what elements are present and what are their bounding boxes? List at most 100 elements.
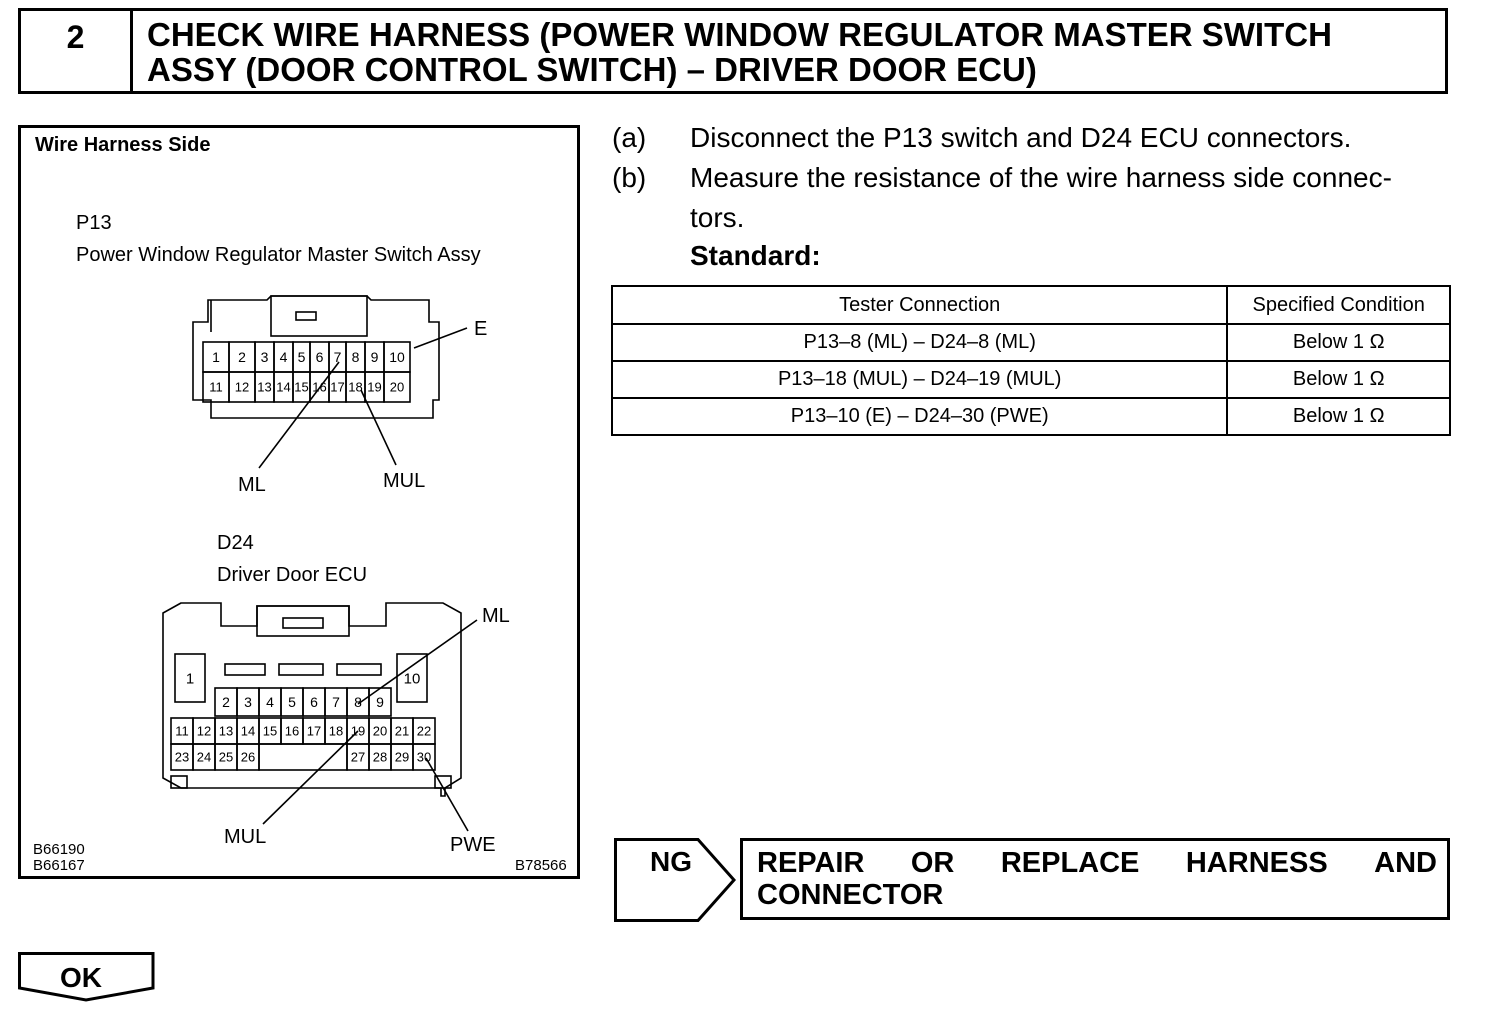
- d24-pin-label: 15: [263, 724, 277, 739]
- d24-pin: [412, 743, 436, 771]
- ng-result-box: REPAIR OR REPLACE HARNESS AND CONNECTOR: [740, 838, 1450, 920]
- p13-pin: [383, 371, 411, 403]
- d24-name: Driver Door ECU: [217, 564, 368, 586]
- step-number: 2: [21, 11, 133, 91]
- p13-pin-label: 6: [316, 349, 324, 365]
- d24-callout-pwe: PWE: [450, 834, 496, 856]
- ng-result-word: AND: [1374, 847, 1437, 879]
- p13-pin-label: 4: [280, 349, 288, 365]
- d24-pin-label: 9: [376, 694, 384, 710]
- wire-harness-side-label: Wire Harness Side: [35, 134, 211, 156]
- d24-pin: [174, 653, 206, 703]
- p13-lock-tab: [270, 295, 368, 337]
- tester-connection-cell: P13–8 (ML) – D24–8 (ML): [610, 323, 1229, 362]
- instruction-b-tag: (b): [612, 162, 647, 193]
- d24-blank-cell: [258, 743, 348, 771]
- p13-pin-label: 2: [238, 349, 246, 365]
- d24-pin-label: 26: [241, 750, 255, 765]
- d24-callout-mul: MUL: [224, 826, 267, 848]
- p13-pin-label: 7: [334, 349, 342, 365]
- ng-arrow-shape: [614, 838, 737, 922]
- d24-pin-label: 24: [197, 750, 211, 765]
- ng-result-word: REPLACE: [1000, 847, 1140, 879]
- specified-condition-cell: Below 1 Ω: [1226, 397, 1451, 436]
- specified-condition-cell: Below 1 Ω: [1226, 360, 1451, 399]
- p13-pin-label: 1: [212, 349, 220, 365]
- p13-code: P13: [76, 212, 112, 234]
- p13-callout-mul: MUL: [383, 470, 426, 492]
- spec-table-header: Tester Connection Specified Condition: [610, 285, 1451, 325]
- d24-pin-label: 28: [373, 750, 387, 765]
- header-tester-connection: Tester Connection: [610, 285, 1229, 325]
- table-row: P13–18 (MUL) – D24–19 (MUL) Below 1 Ω: [610, 360, 1451, 399]
- p13-pin-label: 15: [294, 380, 308, 395]
- instruction-b: (b) Measure the resistance of the wire h…: [612, 158, 1452, 238]
- p13-pin-label: 3: [261, 349, 269, 365]
- spec-table: Tester Connection Specified Condition P1…: [610, 285, 1451, 436]
- p13-callout-e-leader: [413, 327, 468, 349]
- ok-arrow-box[interactable]: OK: [18, 952, 158, 1009]
- p13-pin-label: 20: [390, 380, 404, 395]
- d24-pin-label: 18: [329, 724, 343, 739]
- p13-pin-label: 17: [330, 380, 344, 395]
- d24-callout-pwe-leader: [425, 757, 469, 832]
- d24-pin-label: 17: [307, 724, 321, 739]
- step-title-line-2: ASSY (DOOR CONTROL SWITCH) – DRIVER DOOR…: [147, 51, 1037, 88]
- ng-result-line-1: REPAIR OR REPLACE HARNESS AND: [757, 847, 1437, 880]
- d24-pin-label: 5: [288, 694, 296, 710]
- step-title: CHECK WIRE HARNESS (POWER WINDOW REGULAT…: [147, 17, 1437, 87]
- ng-result-word: HARNESS: [1185, 847, 1328, 879]
- instruction-b-text-1: Measure the resistance of the wire harne…: [690, 162, 1392, 193]
- tester-connection-cell: P13–10 (E) – D24–30 (PWE): [610, 397, 1229, 436]
- ng-result-word: REPAIR: [757, 847, 865, 879]
- d24-pin-label: 21: [395, 724, 409, 739]
- figure-code-b66167: B66167: [33, 857, 85, 874]
- d24-pin-label: 23: [175, 750, 189, 765]
- d24-pin-label: 6: [310, 694, 318, 710]
- d24-callout-mul-leader: [262, 730, 359, 825]
- d24-pin-label: 8: [354, 694, 362, 710]
- standard-label: Standard:: [690, 240, 821, 271]
- figure-code-b78566: B78566: [515, 857, 567, 874]
- d24-key-slot: [336, 663, 382, 676]
- d24-pin-label: 22: [417, 724, 431, 739]
- p13-pin-label: 13: [257, 380, 271, 395]
- ng-arrow-box[interactable]: NG: [614, 838, 738, 927]
- p13-callout-mul-leader: [360, 389, 397, 466]
- d24-lock-slot: [282, 617, 324, 629]
- d24-pin-label: 12: [197, 724, 211, 739]
- instruction-a: (a) Disconnect the P13 switch and D24 EC…: [612, 118, 1452, 158]
- p13-pin-label: 18: [348, 380, 362, 395]
- d24-pin-label: 27: [351, 750, 365, 765]
- d24-pin-label: 29: [395, 750, 409, 765]
- d24-pin-label: 13: [219, 724, 233, 739]
- ng-result-word: OR: [910, 847, 955, 879]
- table-row: P13–8 (ML) – D24–8 (ML) Below 1 Ω: [610, 323, 1451, 362]
- ok-label: OK: [60, 962, 102, 993]
- ok-arrow-shape: [18, 952, 155, 1002]
- d24-pin-label: 7: [332, 694, 340, 710]
- p13-name: Power Window Regulator Master Switch Ass…: [76, 244, 481, 266]
- d24-callout-ml: ML: [482, 605, 510, 627]
- p13-pin-label: 5: [298, 349, 306, 365]
- d24-pin-label: 20: [373, 724, 387, 739]
- p13-pin-label: 14: [276, 380, 290, 395]
- d24-pin-label: 10: [404, 670, 421, 687]
- ng-result-line-2: CONNECTOR: [757, 879, 944, 911]
- p13-callout-e: E: [474, 318, 488, 340]
- d24-lock-tab: [256, 605, 350, 637]
- p13-pin-label: 8: [352, 349, 360, 365]
- header-specified-condition: Specified Condition: [1226, 285, 1451, 325]
- d24-key-slot: [224, 663, 266, 676]
- d24-pin-label: 11: [175, 724, 189, 739]
- p13-pin-label: 9: [371, 349, 379, 365]
- d24-pin-label: 16: [285, 724, 299, 739]
- instruction-b-text-2: tors.: [690, 202, 745, 233]
- d24-pin-label: 3: [244, 694, 252, 710]
- step-title-line-1: CHECK WIRE HARNESS (POWER WINDOW REGULAT…: [147, 16, 1332, 53]
- instruction-a-text: Disconnect the P13 switch and D24 ECU co…: [690, 122, 1352, 153]
- d24-code: D24: [217, 532, 254, 554]
- table-row: P13–10 (E) – D24–30 (PWE) Below 1 Ω: [610, 397, 1451, 436]
- d24-key-slot: [278, 663, 324, 676]
